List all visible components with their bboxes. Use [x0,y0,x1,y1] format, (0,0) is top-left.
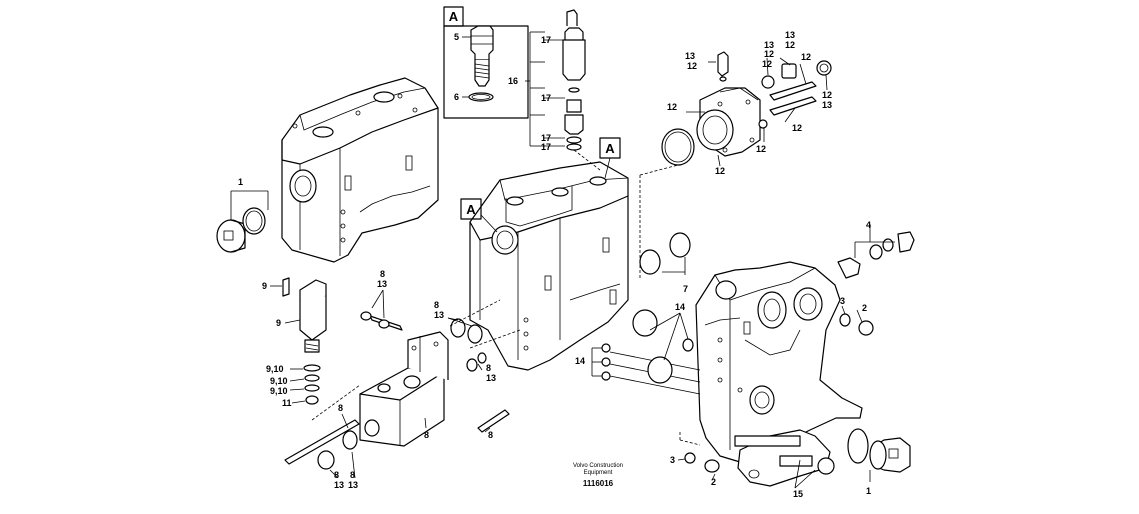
label-16: 16 [508,76,518,86]
label-5: 5 [454,32,459,42]
part-labels: 1 1 2 2 3 3 4 5 6 7 8 13 8 13 8 13 8 8 8… [238,30,871,499]
stack-16-17 [525,9,601,171]
detail-box-a: A [443,6,529,119]
label-17-d: 17 [541,142,551,152]
credit-line-2: Equipment [584,470,613,476]
label-2-right: 2 [862,303,867,313]
label-13-a: 13 [377,279,387,289]
label-17-c: 17 [541,133,551,143]
label-3-lower: 3 [670,455,675,465]
label-13-tc: 13 [785,30,795,40]
label-8-h: 8 [488,430,493,440]
label-7: 7 [683,284,688,294]
label-14-b: 14 [575,356,585,366]
label-8-a: 8 [380,269,385,279]
detail-box-a-tag [443,6,464,27]
label-12-b: 12 [762,59,772,69]
valve-section-left [281,77,439,263]
label-9-a: 9 [262,281,267,291]
plug-1-left [216,190,269,253]
credit-line-1: Volvo Construction [573,463,623,469]
label-13-g: 13 [348,480,358,490]
label-4: 4 [866,220,871,230]
label-1-right: 1 [866,486,871,496]
orings-7 [639,232,691,275]
label-15: 15 [793,489,803,499]
label-11: 11 [282,398,292,408]
label-12-td: 12 [822,90,832,100]
solenoid-stack-9 [270,277,361,421]
label-14-a: 14 [675,302,685,312]
label-2-lower: 2 [711,477,716,487]
drawing-credit: Volvo Construction Equipment 1116016 [573,463,623,488]
label-9-10-c: 9,10 [270,386,288,396]
label-12-c: 12 [801,52,811,62]
label-8-b: 8 [434,300,439,310]
label-17-a: 17 [541,35,551,45]
drawing-number: 1116016 [583,479,614,488]
label-8-g: 8 [350,470,355,480]
label-8-d: 8 [338,403,343,413]
label-13-tb: 13 [764,40,774,50]
valve-block-8 [284,289,521,479]
label-1-left: 1 [238,177,243,187]
detail-box-a-letter: A [449,9,459,24]
label-12-tb: 12 [764,49,774,59]
label-8-c: 8 [486,363,491,373]
callout-a-lower [460,198,482,220]
callout-a-upper-letter: A [605,141,615,156]
label-13-td: 13 [822,100,832,110]
label-13-f: 13 [334,480,344,490]
label-6: 6 [454,92,459,102]
label-9-b: 9 [276,318,281,328]
label-12-a: 12 [687,61,697,71]
label-12-e: 12 [756,144,766,154]
label-17-b: 17 [541,93,551,103]
label-13-b: 13 [434,310,444,320]
callout-a-lower-letter: A [466,202,476,217]
bracket-right [591,224,915,489]
label-12-d: 12 [792,123,802,133]
label-9-10-b: 9,10 [270,376,288,386]
label-13-ta: 13 [685,51,695,61]
cover-top-right [639,51,832,280]
valve-section-center: A A [460,137,629,371]
label-3-right: 3 [840,296,845,306]
label-9-10-a: 9,10 [266,364,284,374]
label-12-tc: 12 [785,40,795,50]
label-8-e: 8 [424,430,429,440]
label-12-te: 12 [667,102,677,112]
label-13-c: 13 [486,373,496,383]
label-12-f: 12 [715,166,725,176]
label-8-f: 8 [334,470,339,480]
